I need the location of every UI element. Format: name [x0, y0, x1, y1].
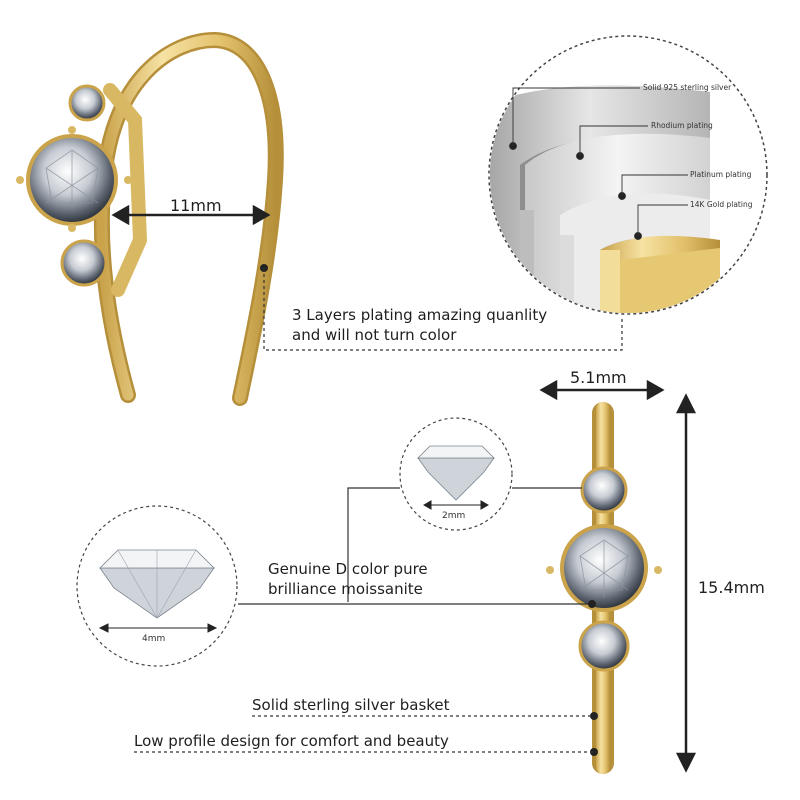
plating-cross-section [488, 35, 768, 315]
plating-callout-line2: and will not turn color [292, 326, 457, 344]
profile-callout: Low profile design for comfort and beaut… [134, 732, 449, 750]
stone-callout-line1: Genuine D color pure [268, 560, 428, 578]
center-stone-size-label: 4mm [142, 634, 166, 644]
ring-height-label: 15.4mm [698, 578, 765, 597]
small-stone-detail [399, 417, 513, 531]
hook-width-label: 11mm [170, 196, 222, 215]
stone-callout-lines [134, 487, 598, 756]
small-stone-size-label: 2mm [442, 511, 466, 521]
plating-callout-line [260, 264, 623, 351]
center-stone-detail [76, 505, 238, 667]
plating-layer-platinum: Platinum plating [690, 170, 752, 179]
hook-earring-illustration [16, 31, 284, 406]
ring-width-label: 5.1mm [570, 368, 627, 387]
basket-callout: Solid sterling silver basket [252, 696, 450, 714]
ring-width-arrow [539, 379, 665, 401]
ring-side-illustration [546, 402, 662, 774]
plating-layer-rhodium: Rhodium plating [651, 121, 713, 130]
plating-callout-line1: 3 Layers plating amazing quanlity [292, 306, 548, 324]
stone-callout-line2: brilliance moissanite [268, 580, 423, 598]
ring-height-arrow [675, 393, 697, 773]
plating-layer-silver: Solid 925 sterling silver [643, 83, 732, 92]
plating-layer-gold: 14K Gold plating [690, 200, 753, 209]
hook-width-arrow [111, 204, 271, 226]
